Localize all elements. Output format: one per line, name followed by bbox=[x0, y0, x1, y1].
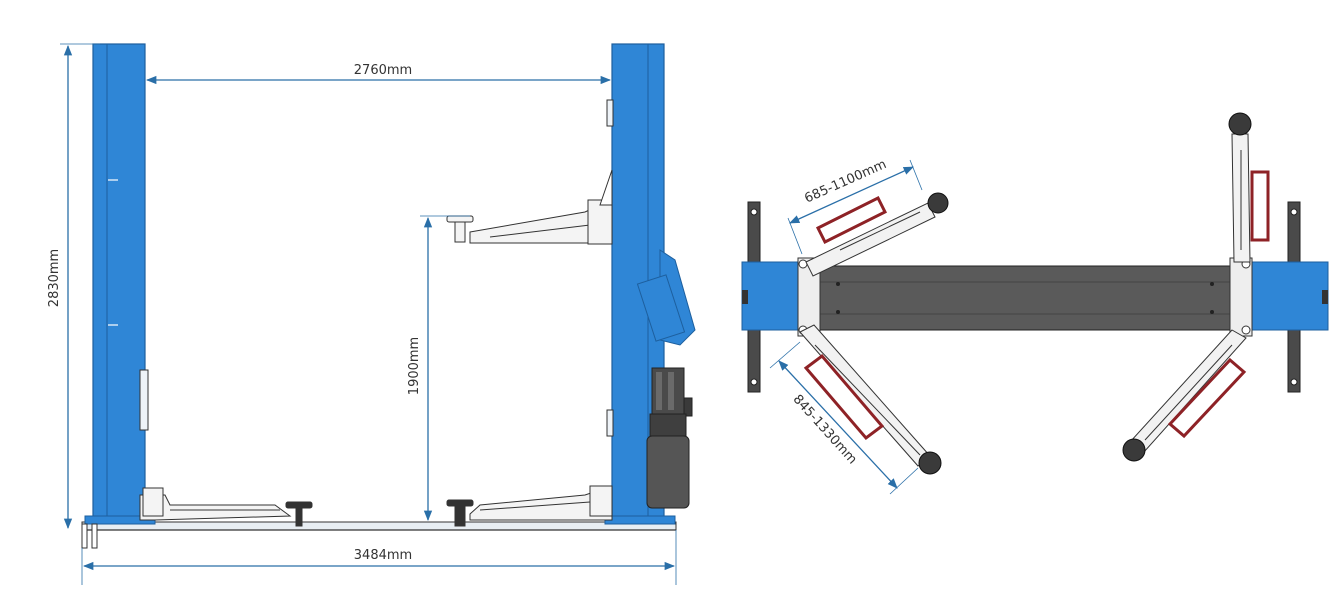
overall-height-label: 2830mm bbox=[47, 249, 62, 307]
right-raised-lift-pad bbox=[446, 215, 474, 243]
right-raised-arm bbox=[469, 169, 613, 245]
left-long-arm-pad bbox=[918, 451, 942, 475]
left-lift-pad bbox=[285, 501, 313, 527]
left-anchor-bolts bbox=[81, 523, 98, 549]
front-view: 2760mm 2830mm 1900mm 3484mm bbox=[47, 43, 696, 585]
overall-width-label: 3484mm bbox=[354, 548, 412, 563]
left-long-arm bbox=[799, 324, 931, 467]
lift-height-dimension: 1900mm bbox=[407, 215, 470, 522]
top-view: 685-1100mm 845-1330mm bbox=[741, 112, 1329, 495]
right-long-arm-pad bbox=[1122, 438, 1146, 462]
vehicle-platform bbox=[817, 265, 1233, 331]
right-long-arm bbox=[1129, 329, 1247, 453]
inner-width-dimension: 2760mm bbox=[145, 63, 612, 85]
left-lift-arm bbox=[139, 487, 292, 521]
power-unit bbox=[646, 367, 693, 509]
base-floor-line bbox=[81, 521, 677, 531]
inner-width-label: 2760mm bbox=[354, 63, 412, 78]
left-column bbox=[84, 43, 156, 525]
right-lowered-lift-pad bbox=[446, 499, 474, 527]
overall-height-dimension: 2830mm bbox=[47, 43, 100, 530]
left-short-arm bbox=[805, 195, 936, 277]
lift-height-label: 1900mm bbox=[407, 337, 422, 395]
overall-width-dimension: 3484mm bbox=[81, 530, 677, 585]
right-short-arm bbox=[1231, 133, 1270, 263]
right-carriage bbox=[1229, 257, 1253, 337]
right-short-arm-pad bbox=[1228, 112, 1252, 136]
left-short-arm-pad bbox=[927, 192, 949, 214]
long-arm-range-label: 845-1330mm bbox=[790, 392, 860, 467]
right-lowered-arm bbox=[469, 485, 613, 521]
